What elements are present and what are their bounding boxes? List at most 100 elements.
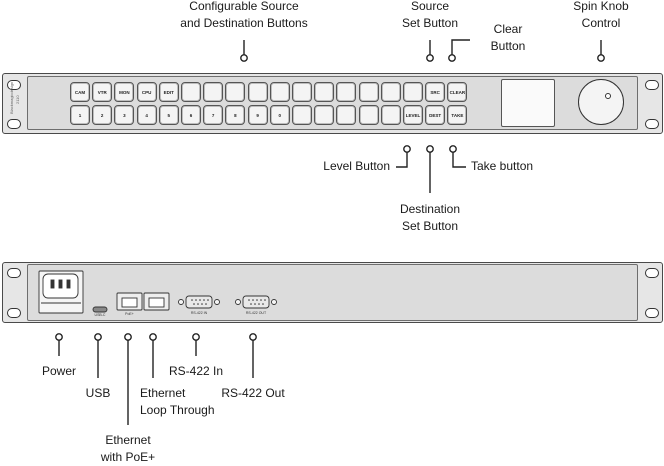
level-button-label: Level Button xyxy=(323,159,390,173)
panel-button[interactable]: 9 xyxy=(247,105,268,125)
callout-dot-take xyxy=(449,145,457,153)
panel-button[interactable] xyxy=(336,82,357,102)
destination-set-label: Destination Set Button xyxy=(380,201,480,235)
panel-button[interactable]: EDIT xyxy=(158,82,179,102)
rs422-out-label: RS-422 Out xyxy=(221,386,285,400)
model-text: 2110 xyxy=(15,95,20,104)
ethernet-loop-label-line2: Loop Through xyxy=(140,403,215,417)
brand-logo-text: Blackmagicdesign xyxy=(9,81,14,114)
panel-button[interactable]: 2 xyxy=(92,105,113,125)
spin-knob-label-line1: Spin Knob xyxy=(573,0,629,13)
panel-button[interactable] xyxy=(358,105,379,125)
callout-dot-spin-knob xyxy=(597,54,605,62)
callout-dot-rs422-in xyxy=(192,333,200,341)
panel-button[interactable]: 3 xyxy=(114,105,135,125)
panel-button[interactable] xyxy=(403,82,423,102)
callout-dot-source-set xyxy=(426,54,434,62)
panel-button[interactable] xyxy=(380,82,401,102)
rear-faceplate xyxy=(27,264,638,321)
panel-button[interactable]: CPU xyxy=(136,82,157,102)
panel-button[interactable]: DEST xyxy=(425,105,446,125)
panel-button[interactable] xyxy=(380,105,401,125)
lcd-screen xyxy=(501,79,555,127)
callout-dot-usb xyxy=(94,333,102,341)
panel-button[interactable] xyxy=(336,105,357,125)
clear-label-line2: Button xyxy=(490,39,526,53)
panel-button[interactable] xyxy=(292,105,312,125)
destination-set-label-line2: Set Button xyxy=(401,219,459,233)
spin-knob-label-line2: Control xyxy=(581,16,621,30)
rack-hole xyxy=(645,268,659,278)
ethernet-loop-label-line1: Ethernet xyxy=(140,386,186,400)
rack-hole xyxy=(7,119,21,129)
rack-hole xyxy=(7,268,21,278)
rack-hole xyxy=(7,308,21,318)
panel-button[interactable] xyxy=(247,82,268,102)
panel-button[interactable]: 0 xyxy=(269,105,290,125)
callout-dot-destination-set xyxy=(426,145,434,153)
spin-knob-label: Spin Knob Control xyxy=(561,0,641,32)
callout-dot-ethernet-loop xyxy=(149,333,157,341)
source-set-label: Source Set Button xyxy=(380,0,480,32)
panel-button[interactable]: 8 xyxy=(225,105,246,125)
panel-button[interactable] xyxy=(314,105,335,125)
callout-dot-power xyxy=(55,333,63,341)
panel-button[interactable]: 5 xyxy=(158,105,179,125)
usb-label: USB xyxy=(85,386,111,400)
ethernet-poe-label-line1: Ethernet xyxy=(105,433,151,447)
poe-port-label: PoE+ xyxy=(125,312,134,316)
panel-button[interactable]: 6 xyxy=(181,105,201,125)
panel-button[interactable]: SRC xyxy=(425,82,446,102)
panel-button[interactable]: CAM xyxy=(70,82,90,102)
destination-set-label-line1: Destination xyxy=(399,202,461,216)
clear-label-line1: Clear xyxy=(493,22,523,36)
panel-button[interactable] xyxy=(203,82,224,102)
panel-button[interactable]: TAKE xyxy=(447,105,468,125)
rs422-out-port xyxy=(242,295,270,309)
configurable-label-line1: Configurable Source xyxy=(189,0,299,13)
panel-button[interactable]: 4 xyxy=(136,105,157,125)
panel-button[interactable]: MON xyxy=(114,82,135,102)
power-label: Power xyxy=(41,364,76,378)
rack-hole xyxy=(645,119,659,129)
panel-button[interactable]: 1 xyxy=(70,105,90,125)
callout-dot-ethernet-poe xyxy=(124,333,132,341)
rs422-in-port xyxy=(185,295,213,309)
spin-knob[interactable] xyxy=(578,79,624,125)
usb-c-port xyxy=(92,306,108,313)
panel-button[interactable] xyxy=(292,82,312,102)
configurable-label-line2: and Destination Buttons xyxy=(180,16,308,30)
panel-button[interactable]: CLEAR xyxy=(447,82,468,102)
rack-hole xyxy=(645,80,659,90)
callout-dot-rs422-out xyxy=(249,333,257,341)
source-set-label-line2: Set Button xyxy=(401,16,459,30)
panel-button[interactable]: VTR xyxy=(92,82,113,102)
ethernet-poe-label: Ethernet with PoE+ xyxy=(78,432,178,466)
callout-dot-clear xyxy=(448,54,456,62)
rack-hole xyxy=(645,308,659,318)
rack-hole xyxy=(7,80,21,90)
clear-button-label: Clear Button xyxy=(478,21,538,55)
rs422-in-label: RS-422 In xyxy=(168,364,224,378)
panel-button[interactable]: LEVEL xyxy=(403,105,423,125)
usb-port-label: USB-C xyxy=(94,313,106,317)
knob-indicator xyxy=(605,93,611,99)
rs422-in-port-label: RS-422 IN xyxy=(190,311,208,315)
rs422-out-port-label: RS-422 OUT xyxy=(245,311,267,315)
ethernet-loop-label: Ethernet Loop Through xyxy=(140,385,240,419)
callout-dot-configurable xyxy=(240,54,248,62)
panel-button[interactable] xyxy=(225,82,246,102)
rear-panel: USB-C PoE+ RS-422 IN RS-422 OUT xyxy=(2,262,663,323)
take-button-label: Take button xyxy=(471,159,534,173)
configurable-buttons-label: Configurable Source and Destination Butt… xyxy=(164,0,324,32)
panel-button[interactable] xyxy=(358,82,379,102)
panel-button[interactable] xyxy=(269,82,290,102)
ethernet-poe-label-line2: with PoE+ xyxy=(100,450,156,464)
panel-button[interactable]: 7 xyxy=(203,105,224,125)
panel-button[interactable] xyxy=(314,82,335,102)
source-set-label-line1: Source xyxy=(410,0,450,13)
callout-dot-level xyxy=(403,145,411,153)
panel-button[interactable] xyxy=(181,82,201,102)
